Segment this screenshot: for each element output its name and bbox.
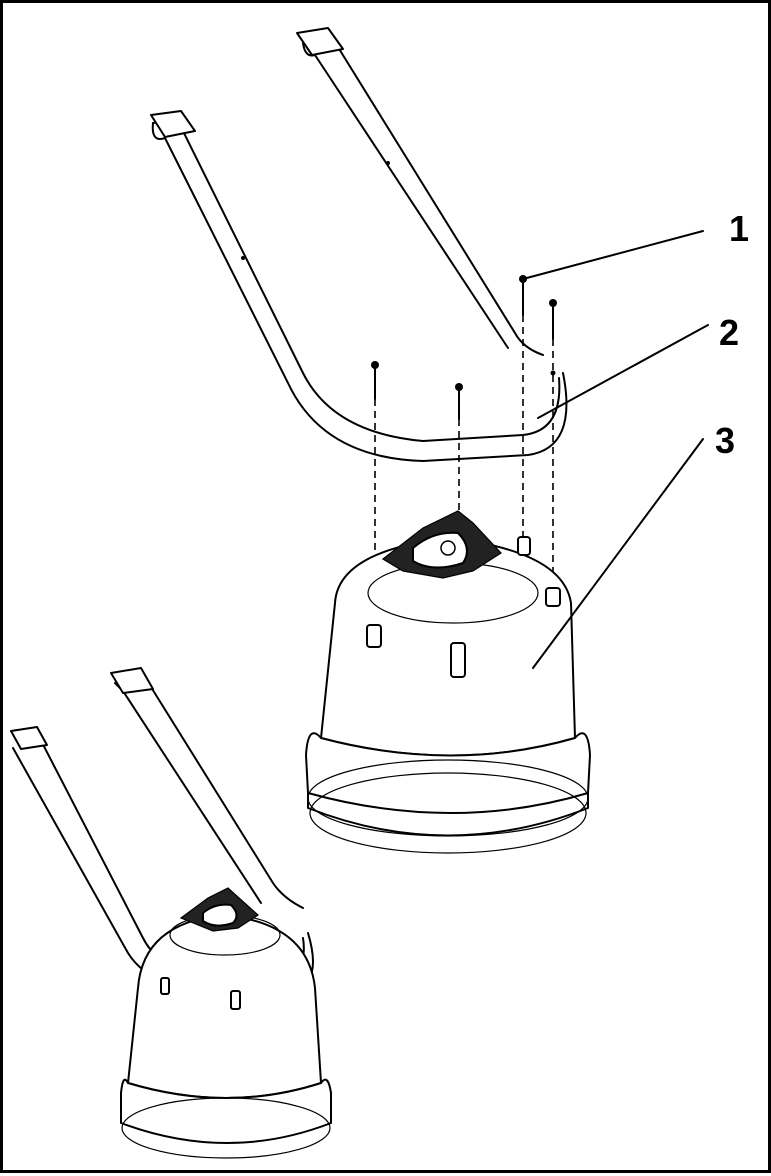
screw-1 [519,275,527,316]
exploded-view [150,27,591,854]
assembled-view [10,667,332,1159]
assembly-diagram: 1 2 3 [10,27,749,1159]
screw-3 [371,361,379,400]
callout-3: 3 [532,420,735,669]
screw-2 [549,299,557,340]
screws [371,275,557,420]
base-exploded [305,510,591,854]
callout-label-3: 3 [715,420,735,461]
screw-4 [455,383,463,420]
handle-exploded [150,27,568,462]
callout-label-1: 1 [729,208,749,249]
callouts: 1 2 3 [522,208,749,669]
callout-2: 2 [537,312,739,419]
callout-label-2: 2 [719,312,739,353]
callout-1: 1 [522,208,749,280]
